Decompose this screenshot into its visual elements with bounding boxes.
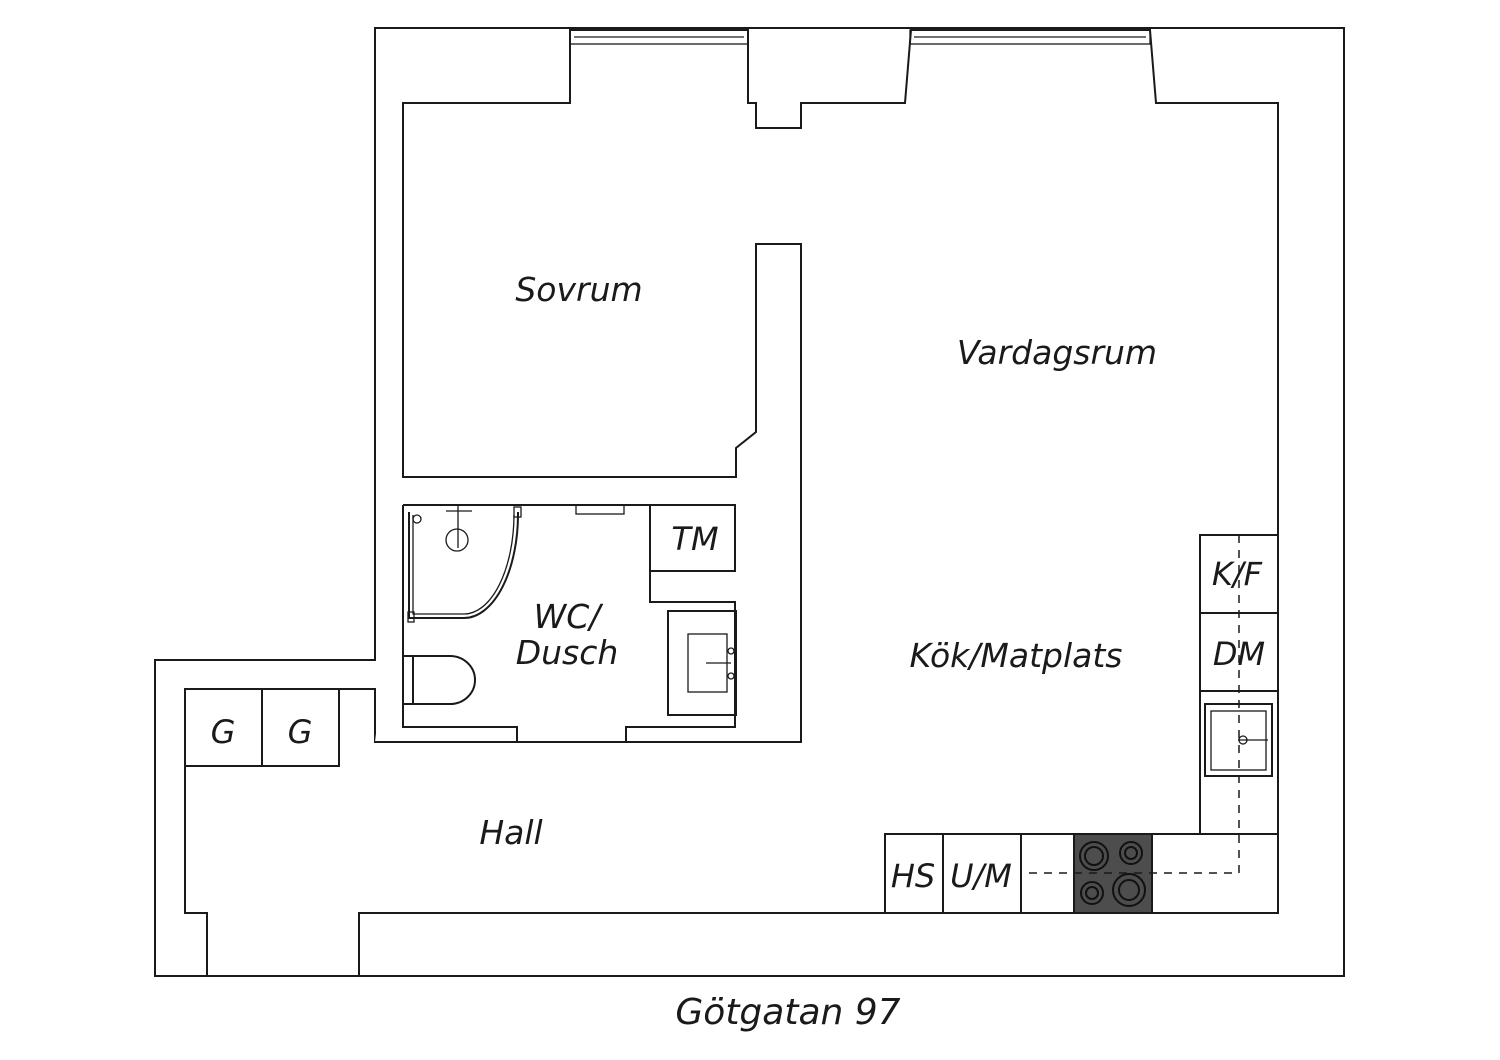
washbasin — [667, 610, 737, 716]
toilet — [402, 655, 476, 705]
label-washer: TM — [671, 520, 718, 558]
caption-address: Götgatan 97 — [675, 992, 900, 1033]
label-bathroom-2: Dusch — [516, 633, 619, 672]
service-line — [1020, 535, 1240, 874]
label-oven-micro: U/M — [950, 857, 1012, 895]
window-right — [909, 29, 1151, 45]
label-wardrobe-1: G — [211, 713, 236, 751]
label-wardrobe-2: G — [288, 713, 313, 751]
bathroom-wall-left — [375, 505, 518, 743]
label-living-room: Vardagsrum — [957, 333, 1157, 372]
label-tall-cabinet: HS — [891, 857, 935, 895]
shower — [407, 505, 522, 623]
label-bathroom-1: WC/ — [534, 597, 605, 636]
label-hall: Hall — [479, 813, 542, 852]
bathroom-vent — [575, 504, 625, 515]
window-left — [569, 29, 749, 45]
label-dishwasher: DM — [1213, 635, 1265, 673]
label-fridge: K/F — [1212, 555, 1263, 593]
wardrobes — [184, 688, 340, 767]
washer-box — [649, 504, 736, 572]
label-kitchen: Kök/Matplats — [910, 636, 1123, 675]
label-bedroom: Sovrum — [515, 270, 642, 309]
